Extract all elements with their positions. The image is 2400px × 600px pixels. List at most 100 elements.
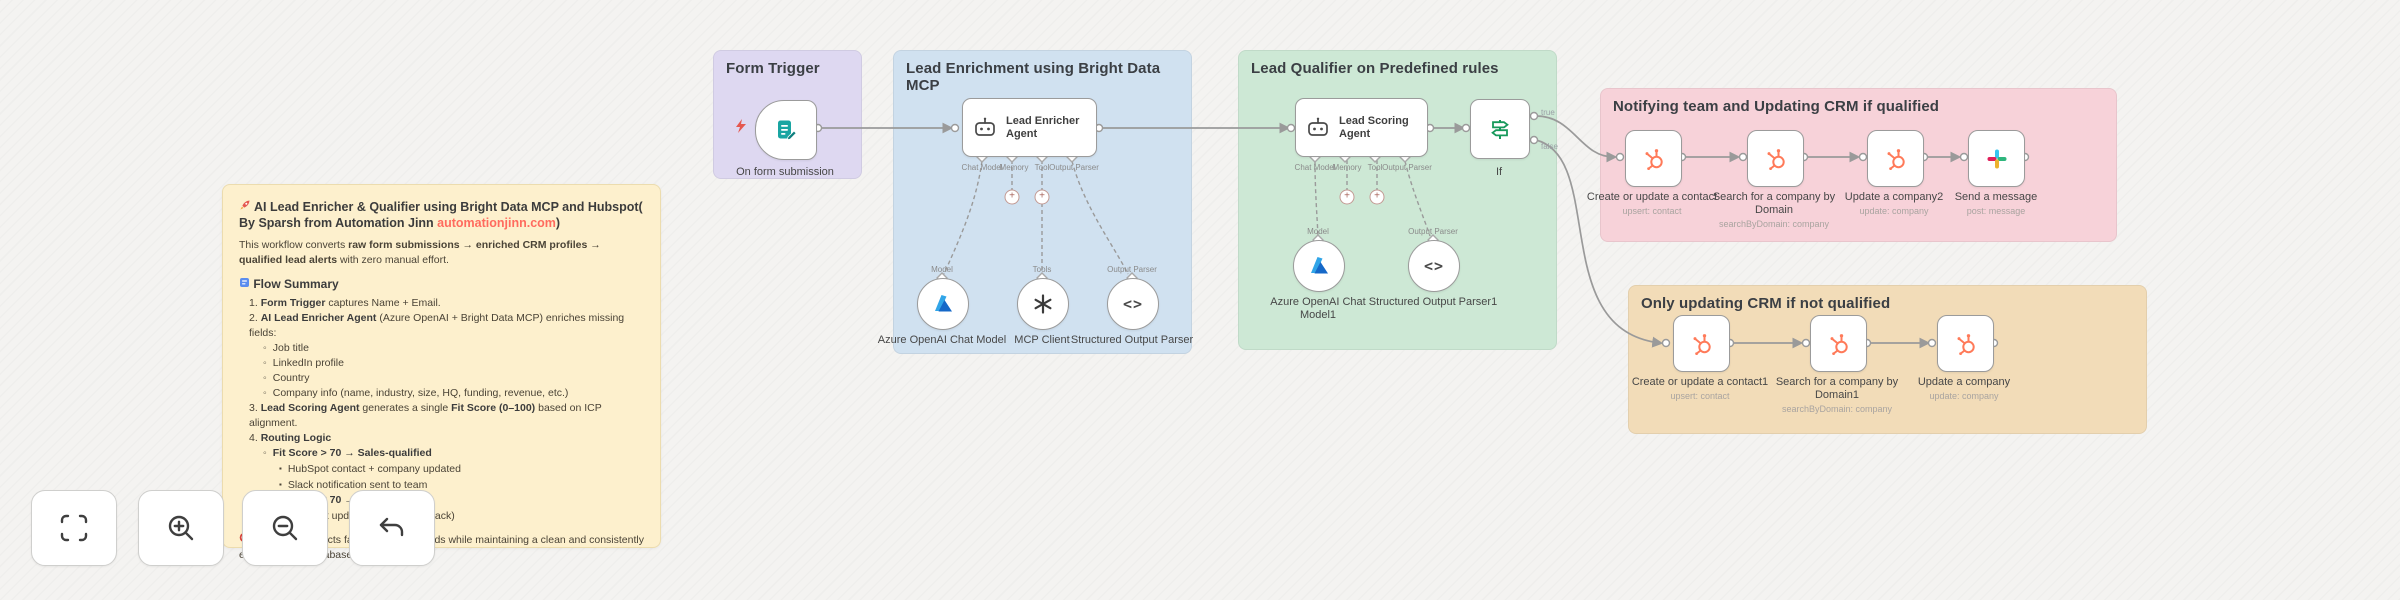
port-label-output-parser: Output Parser [1382,163,1432,172]
group-title: Form Trigger [726,60,820,77]
add-tool-button[interactable]: + [1034,189,1050,205]
node-label: Update a company2 update: company [1844,191,1944,216]
port-label-chat-model: Chat Model [1294,163,1336,172]
node-create-or-update-contact1[interactable] [1673,315,1730,372]
sticky-routing-detail: HubSpot contact + company updated [239,461,644,477]
undo-icon [374,510,410,546]
port-label-tool: Tool [1034,163,1050,172]
node-structured-output-parser[interactable]: <> [1107,278,1159,330]
node-if[interactable] [1470,99,1530,159]
hubspot-icon [1827,332,1851,356]
fit-view-button[interactable] [31,490,117,566]
form-trigger-icon [774,118,798,142]
node-update-company2[interactable] [1867,130,1924,187]
sticky-step: 4. Routing Logic [249,432,332,444]
sticky-step: 3. Lead Scoring Agent generates a single… [249,402,602,429]
hubspot-icon [1690,332,1714,356]
node-create-or-update-contact[interactable] [1625,130,1682,187]
node-label: Azure OpenAI Chat Model [877,334,1007,346]
node-title: Lead Scoring Agent [1339,114,1409,140]
zoom-out-icon [267,510,303,546]
robot-agent-icon [972,116,998,140]
fit-view-icon [56,510,92,546]
node-label: Search for a company by Domain searchByD… [1712,191,1836,229]
node-title: Lead Enricher Agent [1006,114,1080,140]
node-search-company-by-domain[interactable] [1747,130,1804,187]
group-title: Only updating CRM if not qualified [1641,295,1891,312]
port-label-output-parser: Output Parser [1049,163,1099,172]
group-qualified-branch[interactable]: Notifying team and Updating CRM if quali… [1600,88,2117,242]
node-label: MCP Client [1014,334,1070,346]
code-brackets-icon: <> [1423,257,1445,275]
group-title: Lead Enrichment using Bright Data MCP [906,60,1161,94]
node-structured-output-parser1[interactable]: <> [1408,240,1460,292]
robot-agent-icon [1305,116,1331,140]
code-brackets-icon: <> [1122,295,1144,313]
node-azure-openai-chat-model1[interactable] [1293,240,1345,292]
if-true-label: true [1541,108,1555,117]
node-on-form-submission[interactable] [755,100,817,160]
if-signpost-icon [1487,116,1513,142]
node-update-company[interactable] [1937,315,1994,372]
group-title: Lead Qualifier on Predefined rules [1251,60,1499,77]
hubspot-icon [1642,147,1666,171]
zoom-in-icon [163,510,199,546]
sticky-note[interactable]: AI Lead Enricher & Qualifier using Brigh… [222,184,661,561]
hubspot-icon [1764,147,1788,171]
node-label: Search for a company by Domain1 searchBy… [1775,376,1899,414]
sticky-sub-item: Company info (name, industry, size, HQ, … [239,386,644,401]
zoom-in-button[interactable] [138,490,224,566]
sticky-step: 1. Form Trigger captures Name + Email. [249,297,441,309]
sticky-sub-item: Job title [239,341,644,356]
port-label-output-parser: Output Parser [1408,227,1458,236]
mcp-icon [1032,293,1054,315]
add-memory-button[interactable]: + [1339,189,1355,205]
node-lead-scoring-agent[interactable]: Lead Scoring Agent [1295,98,1428,157]
sticky-step: 2. AI Lead Enricher Agent (Azure OpenAI … [249,312,625,339]
port-label-output-parser: Output Parser [1107,265,1157,274]
port-label-model: Model [931,265,953,274]
clipboard-icon [239,277,250,288]
trigger-bolt-icon [734,118,748,134]
sticky-routing-rule: Fit Score > 70 → Sales-qualified [239,446,644,461]
node-label: On form submission [736,166,834,178]
node-label: If [1495,166,1503,178]
port-label-memory: Memory [1332,163,1362,172]
node-label: Create or update a contact upsert: conta… [1586,191,1718,216]
port-label-chat-model: Chat Model [961,163,1003,172]
node-send-a-message[interactable] [1968,130,2025,187]
node-label: Structured Output Parser [1070,334,1194,346]
port-label-model: Model [1307,227,1329,236]
sticky-sub-item: LinkedIn profile [239,356,644,371]
node-label: Update a company update: company [1917,376,2011,401]
node-lead-enricher-agent[interactable]: Lead Enricher Agent [962,98,1097,157]
port-label-memory: Memory [999,163,1029,172]
hubspot-icon [1954,332,1978,356]
node-mcp-client[interactable] [1017,278,1069,330]
sticky-routing-detail: Slack notification sent to team [239,477,644,493]
port-label-tool: Tool [1367,163,1383,172]
azure-icon [931,292,955,316]
node-search-company-by-domain1[interactable] [1810,315,1867,372]
sticky-sub-item: Country [239,371,644,386]
node-azure-openai-chat-model[interactable] [917,278,969,330]
sticky-summary-heading: Flow Summary [239,277,644,291]
if-false-label: false [1541,142,1558,151]
group-title: Notifying team and Updating CRM if quali… [1613,98,1940,115]
sticky-title: AI Lead Enricher & Qualifier using Brigh… [239,199,643,230]
azure-icon [1307,254,1331,278]
rocket-icon [239,199,251,211]
add-memory-button[interactable]: + [1004,189,1020,205]
slack-icon [1985,147,2009,171]
node-label: Create or update a contact1 upsert: cont… [1631,376,1769,401]
port-label-tools: Tools [1032,265,1052,274]
node-label: Send a message post: message [1954,191,2038,216]
node-label: Azure OpenAI Chat Model1 [1270,296,1366,321]
node-label: Structured Output Parser1 [1368,296,1498,308]
sticky-link[interactable]: automationjinn.com [437,216,556,230]
add-tool-button[interactable]: + [1369,189,1385,205]
undo-button[interactable] [349,490,435,566]
zoom-out-button[interactable] [242,490,328,566]
sticky-intro: This workflow converts raw form submissi… [239,239,601,266]
